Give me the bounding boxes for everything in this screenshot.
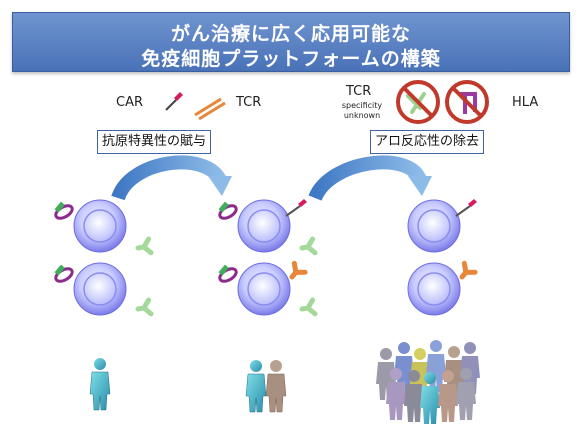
step-label-antigen-specificity: 抗原特異性の賦与 xyxy=(97,130,212,154)
car-icon xyxy=(165,92,183,111)
cell-col3-bottom xyxy=(407,263,475,316)
tcr-icon xyxy=(194,97,226,121)
cell-col3-top xyxy=(407,198,478,253)
label-specificity-unknown: specificity unknown xyxy=(334,101,390,121)
cell-col1-bottom xyxy=(49,259,151,315)
label-tcr-left: TCR xyxy=(236,95,262,110)
label-specificity-line1: specificity xyxy=(341,101,383,110)
title-line-1: がん治療に広く応用可能な xyxy=(170,23,411,45)
cell-col1-top xyxy=(49,196,151,254)
label-tcr-right: TCR xyxy=(346,84,372,99)
person-single xyxy=(89,357,111,411)
arrow-step2 xyxy=(308,155,432,202)
step-label-allo-removal: アロ反応性の除去 xyxy=(370,130,485,154)
title-line-2: 免疫細胞プラットフォームの構築 xyxy=(141,48,441,70)
label-hla: HLA xyxy=(512,95,539,110)
cell-col2-bottom xyxy=(213,259,315,315)
person-pair xyxy=(245,359,287,413)
label-car: CAR xyxy=(116,95,144,110)
cell-col2-top xyxy=(213,196,315,254)
label-specificity-line2: unknown xyxy=(343,111,381,120)
title-banner: がん治療に広く応用可能な 免疫細胞プラットフォームの構築 xyxy=(12,12,570,72)
prohibit-tcr-icon xyxy=(396,80,440,124)
prohibit-hla-icon xyxy=(445,80,489,124)
crowd xyxy=(376,340,480,424)
arrow-step1 xyxy=(111,155,232,201)
